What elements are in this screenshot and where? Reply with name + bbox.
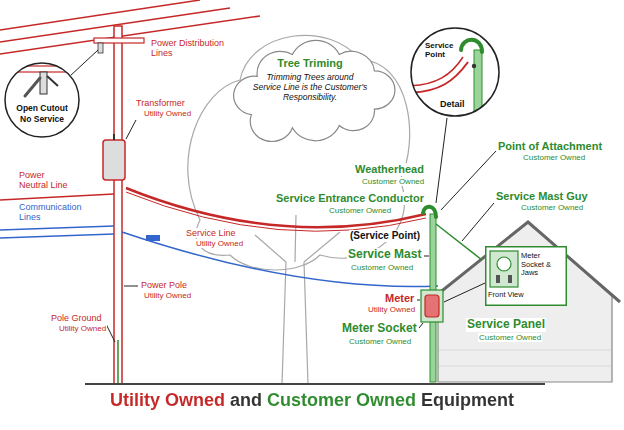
socket-jaw (508, 275, 512, 283)
service-point-detail-circle: Service PointDetail (410, 27, 500, 117)
cutout-detail-circle: Open CutoutNo Service (4, 62, 80, 138)
meter (425, 295, 439, 317)
ownership-note: Utility Owned (367, 305, 416, 314)
house-siding (439, 350, 611, 351)
part-name: Meter Socket (341, 322, 418, 336)
detail-attachment (472, 64, 476, 68)
ownership-note: Customer Owned (522, 153, 586, 162)
cutout-symbol (98, 43, 103, 53)
node-text: No Service (8, 115, 76, 125)
cutout-circle-ground (4, 62, 80, 138)
part-name: Service Mast (347, 248, 422, 262)
service-point-note: (Service Point) (349, 230, 421, 242)
ownership-note: Customer Owned (520, 203, 584, 212)
ownership-note: Utility Owned (58, 324, 107, 333)
inset-socket (490, 251, 518, 287)
node-text: Front View (488, 291, 543, 300)
house-siding (439, 366, 611, 367)
ownership-note: Customer Owned (328, 206, 392, 215)
cutout-leader (70, 50, 98, 76)
node-text: Tree Triming (252, 57, 368, 70)
circle-border (5, 63, 79, 137)
open-fuse-tube (25, 78, 40, 96)
part-name: Point of Attachment (497, 140, 603, 153)
socket-jaw (496, 275, 500, 283)
crossarm (94, 38, 144, 43)
communication-line (0, 234, 114, 238)
part-name: Weatherhead (354, 163, 425, 176)
node-text: Service Point (425, 41, 461, 59)
ownership-note: Utility Owned (195, 239, 244, 248)
detail-weatherhead (461, 40, 482, 52)
cloud-border (234, 40, 395, 141)
transformer-leader (126, 120, 136, 139)
part-name: Transformer (135, 98, 186, 108)
part-name: Service Mast Guy (495, 190, 589, 203)
ownership-note: Customer Owned (361, 177, 425, 186)
meter-socket-inset: Meter Socket & JawsFront View (485, 246, 567, 306)
cutout-insulator (40, 72, 47, 94)
part-name: Power Distribution Lines (150, 38, 244, 59)
node-text: Detail (440, 99, 472, 109)
detail-circle-ground (410, 27, 500, 117)
circle-outline (4, 62, 80, 138)
neutral-line (0, 194, 114, 200)
detail-wire (405, 57, 463, 86)
ownership-note: Utility Owned (143, 109, 192, 118)
part-name: Pole Ground (50, 313, 103, 323)
meter-socket (421, 290, 443, 322)
communication-line (0, 226, 114, 230)
part-name: Service Entrance Conductor (275, 192, 425, 205)
meter-socket-leader (419, 323, 423, 328)
tree-trimming-cloud: Tree TrimingTrimming Trees around Servic… (228, 38, 392, 142)
service-line (126, 192, 426, 231)
weatherhead (423, 207, 436, 217)
circle-border (411, 28, 499, 116)
inset-meter-ring (497, 257, 511, 271)
inset-ground (485, 246, 567, 306)
box-border (486, 247, 567, 306)
power-pole (114, 26, 122, 384)
inset-leader (444, 283, 485, 302)
title-rule (85, 383, 545, 385)
tree-trunk (255, 215, 340, 384)
node-text: Trimming Trees around Service Line is th… (252, 73, 368, 102)
part-name: Power Neutral Line (18, 170, 76, 191)
node-text: Open Cutout (8, 104, 76, 114)
service-mast-guy (436, 224, 482, 260)
diagram-title: Utility Owned and Customer Owned Equipme… (110, 390, 514, 412)
distribution-line (0, 0, 200, 30)
ownership-note: Customer Owned (478, 333, 542, 342)
part-name: Service Panel (466, 318, 546, 332)
part-name: Communication Lines (18, 202, 90, 223)
transformer (103, 140, 125, 180)
communication-tap (146, 235, 160, 241)
transformer-bushing (113, 134, 115, 140)
ownership-note: Customer Owned (348, 337, 412, 346)
part-name: Service Line (185, 228, 237, 238)
part-name: Meter (384, 292, 415, 305)
node-text: Meter Socket & Jaws (521, 252, 564, 278)
mast-guy-leader (462, 203, 494, 241)
ownership-note: Customer Owned (350, 263, 414, 272)
cutout-detail-drawing (8, 66, 76, 96)
service-mast-leader (424, 256, 429, 257)
cutout-contact (47, 76, 58, 86)
power-pole-leader (124, 286, 138, 287)
detail-leader (436, 118, 447, 203)
attachment-leader (441, 151, 496, 210)
pole-ground-leader (106, 324, 115, 342)
pole-ground-wire (117, 340, 119, 384)
ownership-note: Utility Owned (143, 291, 192, 300)
part-name: Power Pole (140, 280, 188, 290)
meter-leader (417, 300, 420, 301)
